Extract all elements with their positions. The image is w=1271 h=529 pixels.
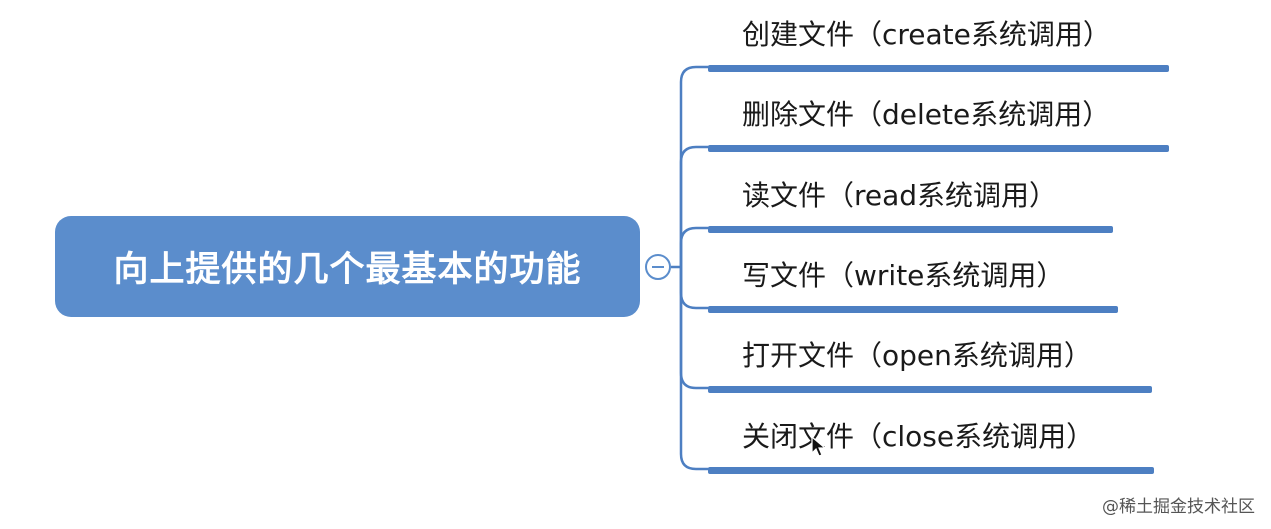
branch-underline-close bbox=[708, 467, 1154, 474]
branch-underline-create bbox=[708, 65, 1169, 72]
branch-label-create: 创建文件（create系统调用） bbox=[742, 18, 1111, 51]
watermark-text: @稀土掘金技术社区 bbox=[1102, 497, 1255, 517]
mouse-cursor-icon bbox=[811, 436, 827, 457]
branch-label-close: 关闭文件（close系统调用） bbox=[742, 420, 1095, 453]
connector-open bbox=[679, 267, 710, 390]
branch-label-open: 打开文件（open系统调用） bbox=[742, 339, 1092, 372]
branch-label-read: 读文件（read系统调用） bbox=[742, 179, 1058, 212]
branch-underline-delete bbox=[708, 145, 1169, 152]
minus-circle-icon bbox=[652, 266, 664, 268]
branch-underline-open bbox=[708, 386, 1152, 393]
connector-write bbox=[679, 267, 710, 310]
connector-delete bbox=[679, 145, 710, 267]
branch-underline-write bbox=[708, 306, 1118, 313]
branch-label-delete: 删除文件（delete系统调用） bbox=[742, 98, 1111, 131]
root-node[interactable]: 向上提供的几个最基本的功能 bbox=[55, 216, 640, 317]
collapse-toggle-button[interactable] bbox=[645, 254, 671, 280]
branch-label-write: 写文件（write系统调用） bbox=[742, 259, 1065, 292]
connector-close bbox=[679, 267, 710, 471]
root-node-label: 向上提供的几个最基本的功能 bbox=[113, 250, 582, 290]
connector-read bbox=[679, 226, 710, 267]
branch-underline-read bbox=[708, 226, 1113, 233]
connector-create bbox=[679, 65, 710, 267]
